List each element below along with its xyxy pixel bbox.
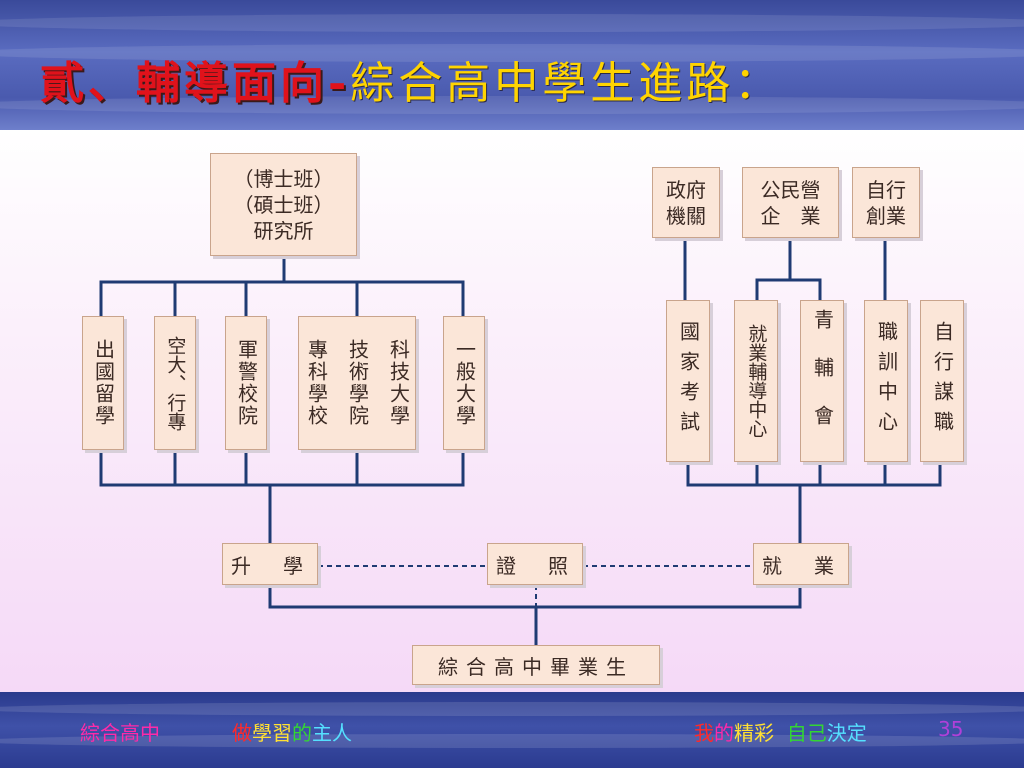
slogan-part: 學習 [252,721,292,745]
job-search-box: 自行謀職 [920,300,964,462]
study-abroad-box: 出國留學 [82,316,124,450]
title-part-2: 綜合高中學生進路： [350,58,783,109]
slogan-part: 做 [232,721,252,745]
footer-school-name: 綜合高中 [80,721,160,745]
government-box: 政府 機關 [652,167,720,238]
further-study-box: 升 學 [222,543,318,585]
comprehensive-hs-graduate-label: 綜合高中畢業生 [438,654,634,679]
youth-counsel-box: 青輔會 [800,300,844,462]
graduate-school-box: （博士班） （碩士班） 研究所 [210,153,357,256]
motto-part: 精彩 [734,721,774,745]
open-university-label: 空大、行專 [164,335,187,431]
motto-part: 自己 [786,721,827,745]
comprehensive-hs-graduate-box: 綜合高中畢業生 [412,645,660,685]
government-label: 政府 機關 [666,177,706,228]
footer-motto: 我的精彩 自己決定 [694,717,867,746]
motto-part: 決定 [826,721,867,745]
self-employment-box: 自行 創業 [852,167,920,238]
motto-part: 的 [714,721,734,745]
self-employment-label: 自行 創業 [866,177,906,228]
military-police-school-box: 軍警校院 [225,316,267,450]
license-box: 證 照 [487,543,583,585]
career-center-label: 就業輔導中心 [745,324,768,438]
footer-slogan: 做學習的主人 [232,717,352,746]
study-abroad-label: 出國留學 [91,339,116,427]
title-part-1: 貳、輔導面向- [40,58,351,109]
national-exam-box: 國家考試 [666,300,710,462]
motto-part: 我 [694,721,714,745]
vocational-training-box: 職訓中心 [864,300,908,462]
career-center-box: 就業輔導中心 [734,300,778,462]
employment-label: 就 業 [762,553,840,578]
footer-band [0,692,1024,768]
employment-box: 就 業 [753,543,849,585]
tech-university-label: 科技大學 [386,339,411,427]
colleges-box: 專科學校 技術學院 科技大學 [298,316,416,450]
slogan-part: 的 [292,721,312,745]
header-band [0,0,1024,130]
national-exam-label: 國家考試 [676,321,701,441]
general-university-box: 一般大學 [443,316,485,450]
graduate-school-label: （博士班） （碩士班） 研究所 [233,166,334,243]
enterprise-box: 公民營 企 業 [742,167,839,238]
junior-college-label: 專科學校 [304,339,329,427]
further-study-label: 升 學 [231,553,309,578]
youth-counsel-label: 青輔會 [810,309,835,453]
enterprise-label: 公民營 企 業 [760,177,821,228]
page-number: 35 [938,717,964,741]
motto-part [774,721,787,745]
open-university-box: 空大、行專 [154,316,196,450]
license-label: 證 照 [496,553,574,578]
slogan-part: 主人 [312,721,352,745]
tech-institute-label: 技術學院 [345,339,370,427]
slide-title: 貳、輔導面向-綜合高中學生進路： [40,62,782,106]
vocational-training-label: 職訓中心 [874,321,899,441]
military-police-school-label: 軍警校院 [234,339,259,427]
job-search-label: 自行謀職 [930,321,955,441]
general-university-label: 一般大學 [452,339,477,427]
